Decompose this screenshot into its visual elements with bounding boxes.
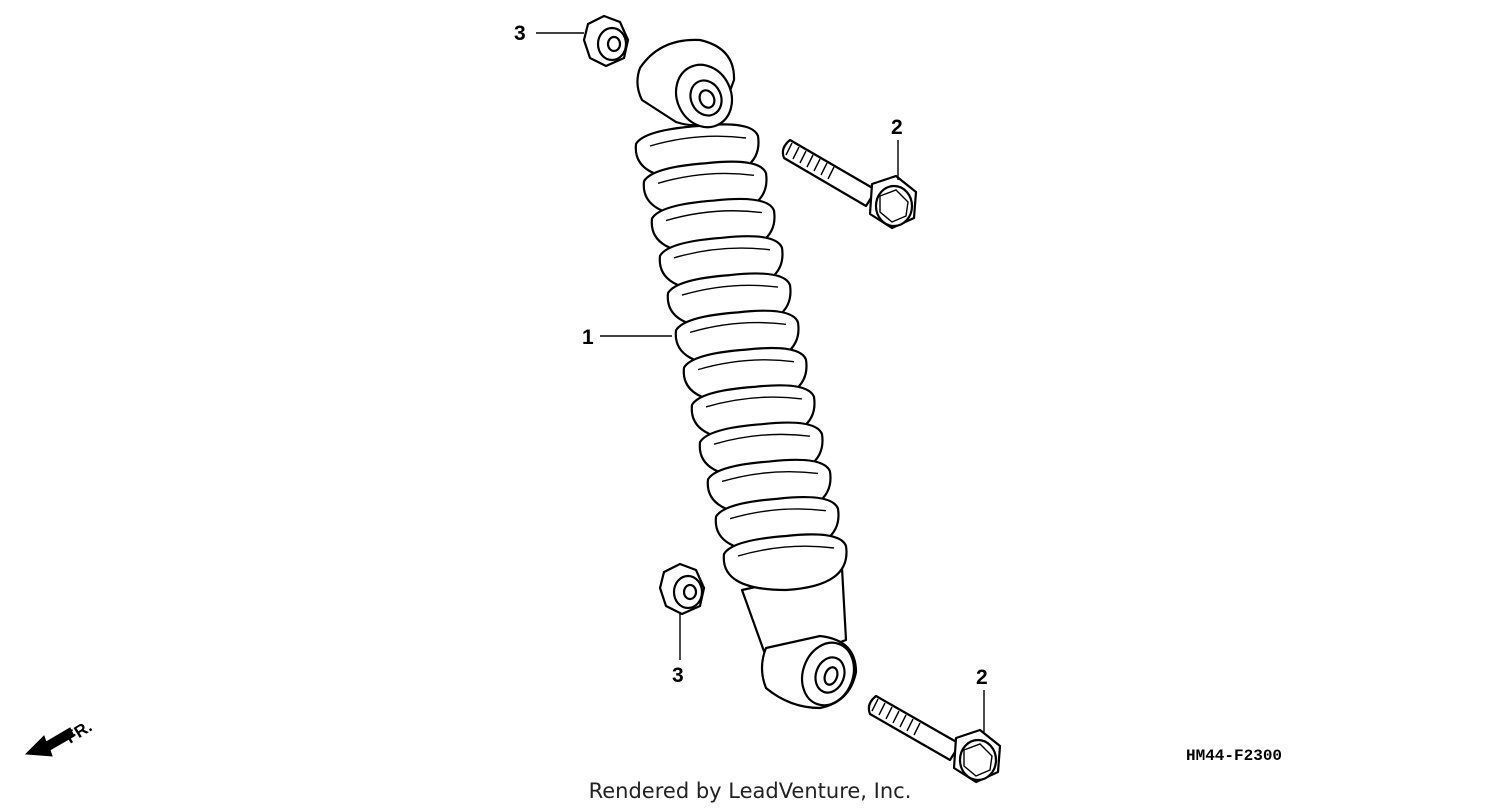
leader-lines <box>536 32 985 732</box>
bolt-lower[interactable] <box>867 694 1002 784</box>
upper-eye-mount <box>636 38 736 129</box>
front-direction-arrow-icon <box>24 727 75 757</box>
spring-coil-inner-edge <box>689 321 787 334</box>
nut-lower[interactable] <box>658 562 706 616</box>
diagram-code: HM44-F2300 <box>1186 747 1282 765</box>
spring-coil-inner-edge <box>697 359 795 371</box>
callout-bolt-lower: 2 <box>976 666 988 689</box>
spring-coil-inner-edge <box>713 433 811 445</box>
shock-absorber[interactable] <box>634 38 863 713</box>
credit-text: Rendered by LeadVenture, Inc. <box>589 779 912 803</box>
callout-nut-upper: 3 <box>514 22 526 45</box>
nut-upper[interactable] <box>582 14 630 68</box>
lower-eye-mount <box>760 634 858 710</box>
spring-coil-inner-edge <box>705 396 803 408</box>
spring-coil-inner-edge <box>665 210 763 222</box>
spring-coil-inner-edge <box>737 545 835 557</box>
spring-coil-inner-edge <box>729 508 827 520</box>
spring-coils <box>634 123 848 592</box>
front-direction-label: FR. <box>62 717 95 748</box>
spring-coil-inner-edge <box>649 135 747 147</box>
callout-bolt-upper: 2 <box>891 116 903 139</box>
callout-shock-absorber: 1 <box>582 326 594 349</box>
spring-coil-inner-edge <box>721 470 819 483</box>
spring-coil-inner-edge <box>673 247 771 259</box>
spring-coil <box>722 533 848 592</box>
spring-coil-inner-edge <box>657 172 755 184</box>
callout-nut-lower: 3 <box>672 664 684 687</box>
spring-coil-inner-edge <box>681 284 779 296</box>
bolt-upper[interactable] <box>781 138 918 230</box>
